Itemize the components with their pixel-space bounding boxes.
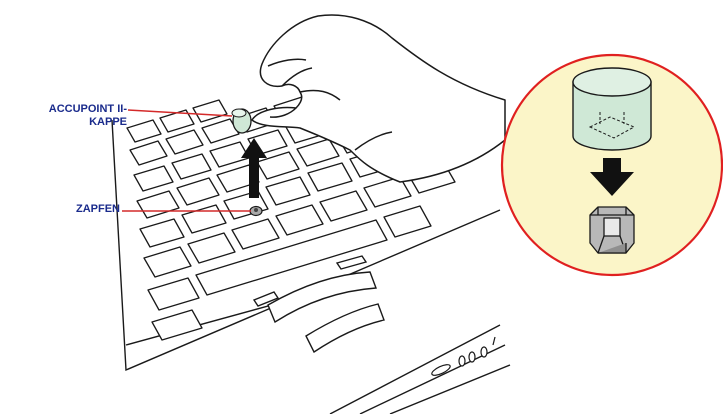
- accupoint-cap-label: ACCUPOINT II- KAPPE: [49, 103, 127, 129]
- indicator-lights: [430, 337, 495, 377]
- accupoint-label-line2: KAPPE: [49, 116, 127, 129]
- accupoint-label-line1: ACCUPOINT II-: [49, 103, 127, 116]
- accupoint-cap: [232, 109, 251, 133]
- inset-cap: [573, 68, 651, 150]
- pin: [250, 207, 262, 216]
- inset-detail: [502, 55, 722, 275]
- inset-pin: [590, 207, 634, 253]
- pin-label: ZAPFEN: [76, 203, 120, 216]
